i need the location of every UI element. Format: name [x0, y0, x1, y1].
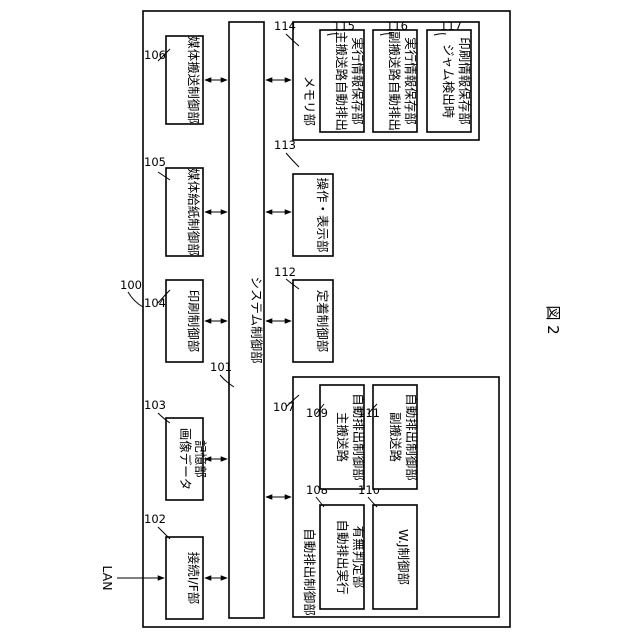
ref-sub-path-store: 116 — [386, 19, 408, 33]
figure-label: 図 2 — [544, 305, 562, 334]
image-data-store-label-1: 画像データ — [178, 428, 193, 491]
ref-image-data-store: 103 — [144, 398, 166, 412]
ref-interface: 102 — [144, 512, 166, 526]
sub-path-store-label-1: 副搬送路自動排出 — [387, 31, 402, 131]
ref-jam-print-store: 117 — [440, 19, 462, 33]
ref-main-path-eject-control: 109 — [306, 406, 328, 420]
eject-judge-label-2: 有無判定部 — [351, 526, 366, 589]
operation-display-label: 操作・表示部 — [315, 177, 330, 252]
memory-label: メモリ部 — [302, 76, 317, 126]
jam-print-store-label-1: ジャム検出時 — [441, 44, 456, 119]
media-transport-control-label: 媒体搬送制御部 — [186, 36, 201, 124]
lan-label: LAN — [100, 565, 115, 590]
jam-print-store-label-2: 印刷情報保存部 — [457, 37, 472, 125]
ref-apparatus: 100 — [120, 278, 142, 292]
ref-media-feed-control: 105 — [144, 155, 166, 169]
ref-fixing-control: 112 — [274, 265, 296, 279]
sub-path-eject-control-label-1: 副搬送路 — [388, 412, 403, 463]
main-path-store-label-2: 実行情報保存部 — [350, 37, 365, 125]
ref-media-transport-control: 106 — [144, 48, 166, 62]
auto-eject-control-label: 自動排出制御部 — [302, 528, 317, 616]
ref-memory: 114 — [274, 19, 296, 33]
sub-path-store-label-2: 実行情報保存部 — [403, 37, 418, 125]
interface-label: 接続I/F部 — [186, 552, 201, 605]
ref-sub-path-eject-control: 111 — [358, 406, 380, 420]
media-feed-control-label: 媒体給紙制御部 — [186, 168, 201, 256]
wj-control-label: W.J制御部 — [396, 529, 411, 585]
ref-auto-eject-control: 107 — [273, 400, 295, 414]
fixing-control-label: 定着制御部 — [315, 290, 330, 353]
main-path-eject-control-label-1: 主搬送路 — [335, 412, 350, 463]
ref-print-control: 104 — [144, 296, 166, 310]
print-control-label: 印刷制御部 — [186, 290, 201, 353]
eject-judge-label-1: 自動排出実行 — [335, 519, 350, 594]
ref-main-path-store: 115 — [333, 19, 355, 33]
system-control-label: システム制御部 — [249, 276, 264, 363]
ref-system-control: 101 — [210, 360, 232, 374]
main-path-store-label-1: 主搬送路自動排出 — [334, 31, 349, 131]
sub-path-eject-control-label-2: 自動排出制御部 — [404, 393, 419, 481]
